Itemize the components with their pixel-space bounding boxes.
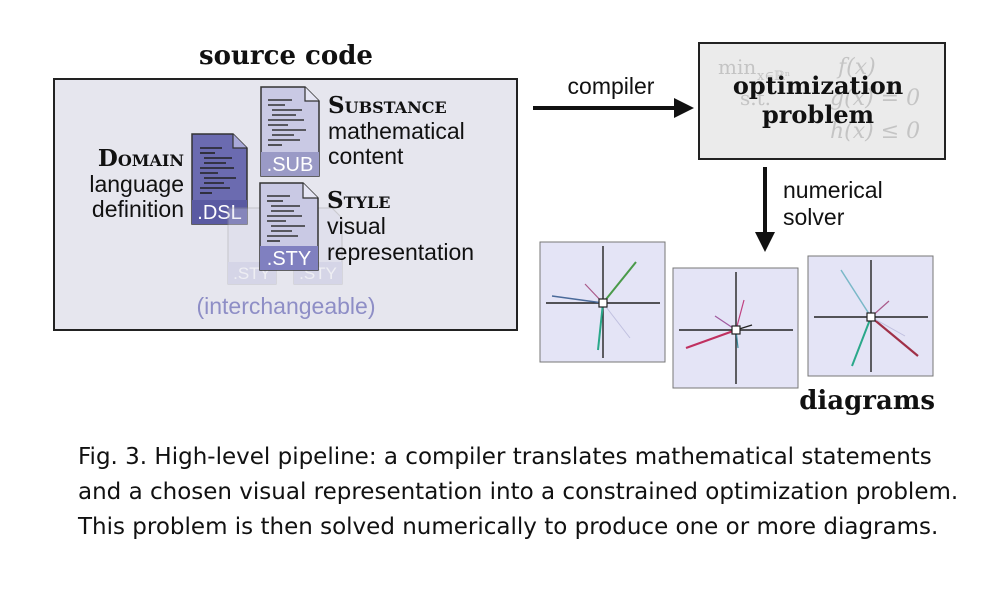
caption-line-1: Fig. 3. High-level pipeline: a compiler … [78,444,932,470]
svg-text:s.t.: s.t. [740,86,771,110]
diagram-panel-1 [539,241,666,363]
dsl-file-icon: .DSL [191,133,248,225]
svg-text:h(x) ≤ 0: h(x) ≤ 0 [830,119,920,144]
compiler-label: compiler [568,73,655,99]
pipeline-figure: source code Domain language definition .… [53,41,946,416]
figure-caption: Fig. 3. High-level pipeline: a compiler … [78,440,978,545]
substance-line-1: mathematical [328,118,465,144]
domain-line-1: language [89,171,184,197]
svg-text:g(x) = 0: g(x) = 0 [830,86,920,111]
substance-line-2: content [328,143,404,169]
caption-line-2: and a chosen visual representation into … [78,479,959,505]
style-line-1: visual [327,213,386,239]
sty-file-label: .STY [267,248,311,270]
sub-file-icon: .SUB [260,86,320,177]
svg-text:x∈ℝⁿ: x∈ℝⁿ [757,69,790,84]
solver-line-1: numerical [783,177,883,203]
optimization-line-2: problem [762,100,874,129]
diagram-panel-2 [672,267,799,389]
diagrams-label: diagrams [799,386,935,416]
sub-file-label: .SUB [267,154,314,176]
style-heading: Style [327,187,390,214]
optimization-formula: min x∈ℝⁿ f(x) s.t. g(x) = 0 h(x) ≤ 0 [718,55,920,144]
dsl-file-label: .DSL [197,202,241,224]
svg-text:f(x): f(x) [836,55,876,80]
substance-heading: Substance [328,92,447,119]
svg-text:min: min [718,55,756,79]
domain-line-2: definition [92,196,184,222]
interchangeable-label: (interchangeable) [196,293,375,319]
diagram-panel-3 [807,255,934,377]
optimization-problem-box [698,42,946,160]
domain-heading: Domain [98,145,184,172]
sty-file-icon: .STY [259,182,319,271]
caption-line-3: This problem is then solved numerically … [78,514,939,540]
style-line-2: representation [327,239,474,265]
source-code-title: source code [199,41,373,71]
solver-line-2: solver [783,204,845,230]
optimization-line-1: optimization [733,71,903,100]
